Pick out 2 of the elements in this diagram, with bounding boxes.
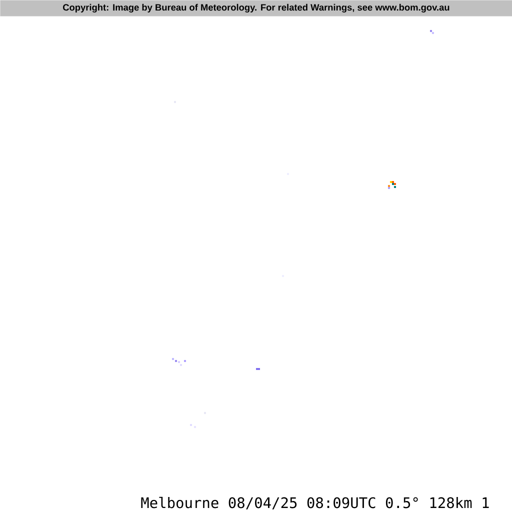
radar-info-text: Melbourne 08/04/25 08:09UTC 0.5° 128km 1 [141, 496, 489, 510]
copyright-banner: Copyright: Image by Bureau of Meteorology. For related Warnings, see www.bom.gov.au [0, 0, 512, 16]
